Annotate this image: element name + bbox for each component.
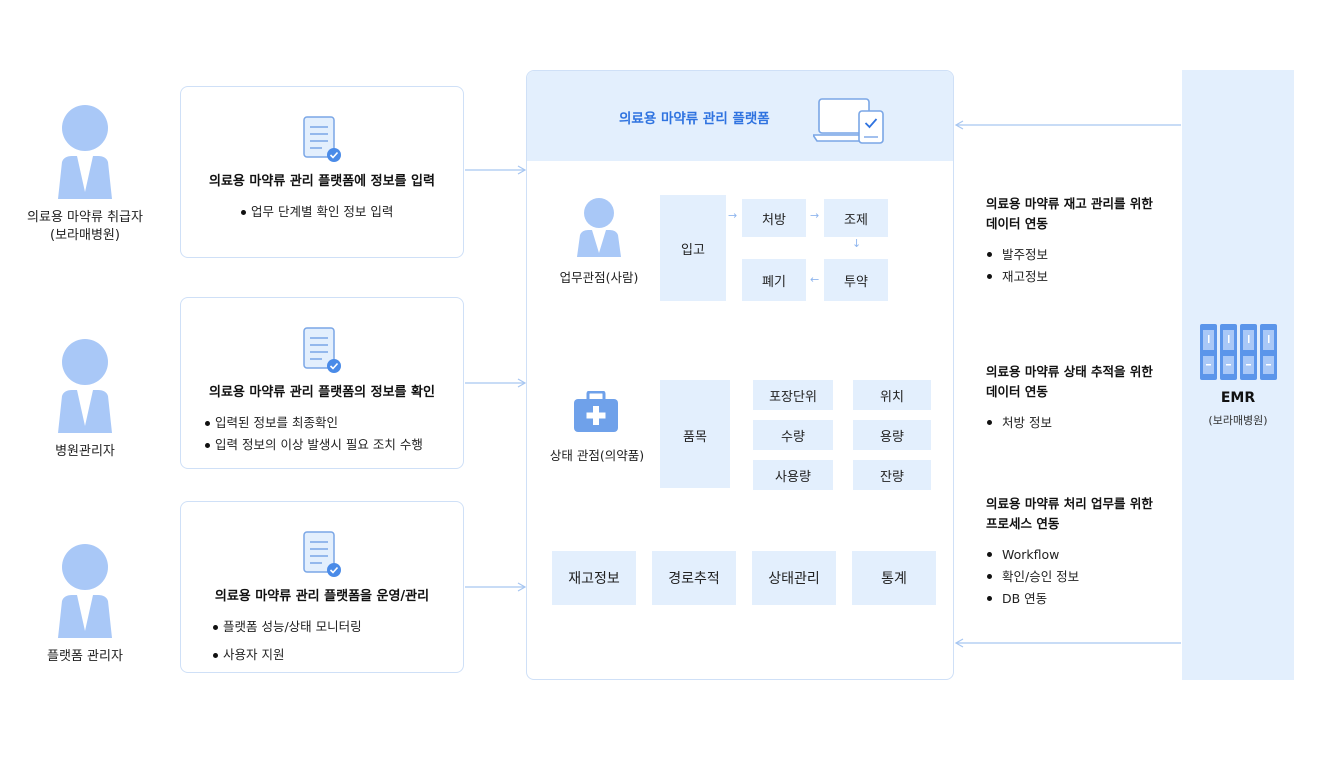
card-item-list: 플랫폼 성능/상태 모니터링 사용자 지원: [181, 616, 463, 666]
module-statistics: 통계: [852, 551, 936, 605]
integration-process: 의료용 마약류 처리 업무를 위한 프로세스 연동 Workflow 확인/승인…: [986, 494, 1176, 610]
integration-item: 확인/승인 정보: [986, 566, 1176, 588]
emr-title: EMR: [1220, 390, 1256, 406]
card-item: 입력된 정보를 최종확인: [205, 412, 463, 434]
integration-item: DB 연동: [986, 588, 1176, 610]
actor-label-line1: 의료용 마약류 취급자: [27, 210, 143, 225]
status-view-label: 상태 관점(의약품): [549, 448, 645, 463]
integration-item: 처방 정보: [986, 412, 1176, 434]
person-icon: [58, 544, 112, 638]
integration-inventory: 의료용 마약류 재고 관리를 위한 데이터 연동 발주정보 재고정보: [986, 194, 1176, 288]
document-check-icon: [303, 327, 341, 373]
module-status-management: 상태관리: [752, 551, 836, 605]
module-inventory: 재고정보: [552, 551, 636, 605]
person-icon: [577, 198, 621, 257]
integration-title-line2: 데이터 연동: [986, 384, 1048, 399]
status-attr-usage: 사용량: [753, 460, 833, 490]
person-icon: [58, 105, 112, 199]
integration-item: 발주정보: [986, 244, 1176, 266]
card-item: 플랫폼 성능/상태 모니터링: [213, 616, 463, 638]
emr-subtitle: (보라매병원): [1208, 414, 1268, 427]
laptop-tablet-icon: [813, 98, 884, 144]
actor-hospital-admin: 병원관리자: [10, 338, 160, 461]
role-card-platform-admin: 의료용 마약류 관리 플랫폼을 운영/관리 플랫폼 성능/상태 모니터링 사용자…: [180, 501, 464, 673]
card-item: 사용자 지원: [213, 644, 463, 666]
status-attr-package-unit: 포장단위: [753, 380, 833, 410]
module-route-tracking: 경로추적: [652, 551, 736, 605]
actor-label-line1: 병원관리자: [55, 444, 115, 459]
status-root-label: 품목: [683, 430, 707, 445]
arrow-left-icon: ←: [810, 273, 820, 286]
platform-title: 의료용 마약류 관리 플랫폼: [619, 111, 770, 127]
card-item: 입력 정보의 이상 발생시 필요 조치 수행: [205, 434, 463, 456]
status-root-item: 품목: [660, 380, 730, 488]
card-item-list: 입력된 정보를 최종확인 입력 정보의 이상 발생시 필요 조치 수행: [181, 412, 463, 456]
integration-item-list: Workflow 확인/승인 정보 DB 연동: [986, 544, 1176, 610]
document-check-icon: [303, 531, 341, 577]
work-step-prescribe: 처방: [742, 199, 806, 237]
card-item-list: 업무 단계별 확인 정보 입력: [181, 201, 463, 223]
server-rack-icon: [1200, 324, 1277, 380]
status-attr-location: 위치: [853, 380, 931, 410]
work-step-dispose: 폐기: [742, 259, 806, 301]
card-item: 업무 단계별 확인 정보 입력: [241, 201, 463, 223]
integration-item-list: 발주정보 재고정보: [986, 244, 1176, 288]
arrow-right-icon: →: [810, 209, 820, 222]
status-attr-quantity: 수량: [753, 420, 833, 450]
actor-handler: 의료용 마약류 취급자 (보라매병원): [10, 104, 160, 245]
arrow-right-icon: →: [728, 209, 738, 222]
integration-item: 재고정보: [986, 266, 1176, 288]
medical-kit-icon: [574, 391, 618, 432]
role-card-handler: 의료용 마약류 관리 플랫폼에 정보를 입력 업무 단계별 확인 정보 입력: [180, 86, 464, 258]
integration-status-tracking: 의료용 마약류 상태 추적을 위한 데이터 연동 처방 정보: [986, 362, 1176, 434]
integration-title-line2: 프로세스 연동: [986, 516, 1060, 531]
status-attr-capacity: 용량: [853, 420, 931, 450]
actor-platform-admin: 플랫폼 관리자: [10, 543, 160, 666]
integration-item-list: 처방 정보: [986, 412, 1176, 434]
integration-title-line2: 데이터 연동: [986, 216, 1048, 231]
platform-header: 의료용 마약류 관리 플랫폼: [527, 71, 953, 161]
integration-title-line1: 의료용 마약류 처리 업무를 위한: [986, 496, 1153, 511]
emr-panel: EMR (보라매병원): [1182, 70, 1294, 680]
card-title: 의료용 마약류 관리 플랫폼의 정보를 확인: [209, 385, 435, 400]
status-attr-remaining: 잔량: [853, 460, 931, 490]
actor-label-line2: (보라매병원): [50, 228, 120, 243]
work-step-receive: 입고: [660, 195, 726, 301]
document-check-icon: [303, 116, 341, 162]
actor-label-line1: 플랫폼 관리자: [47, 649, 123, 664]
work-step-dispense: 조제: [824, 199, 888, 237]
integration-title-line1: 의료용 마약류 재고 관리를 위한: [986, 196, 1153, 211]
card-title: 의료용 마약류 관리 플랫폼에 정보를 입력: [209, 174, 435, 189]
card-title: 의료용 마약류 관리 플랫폼을 운영/관리: [214, 589, 430, 604]
integration-title-line1: 의료용 마약류 상태 추적을 위한: [986, 364, 1153, 379]
platform-panel: 의료용 마약류 관리 플랫폼 업무관점(사람) 입고 → 처방 → 조제 ↓ 투…: [526, 70, 954, 680]
work-view-label: 업무관점(사람): [559, 270, 639, 285]
work-step-administer: 투약: [824, 259, 888, 301]
person-icon: [58, 339, 112, 433]
integration-item: Workflow: [986, 544, 1176, 566]
arrow-down-icon: ↓: [852, 237, 862, 250]
role-card-hospital-admin: 의료용 마약류 관리 플랫폼의 정보를 확인 입력된 정보를 최종확인 입력 정…: [180, 297, 464, 469]
